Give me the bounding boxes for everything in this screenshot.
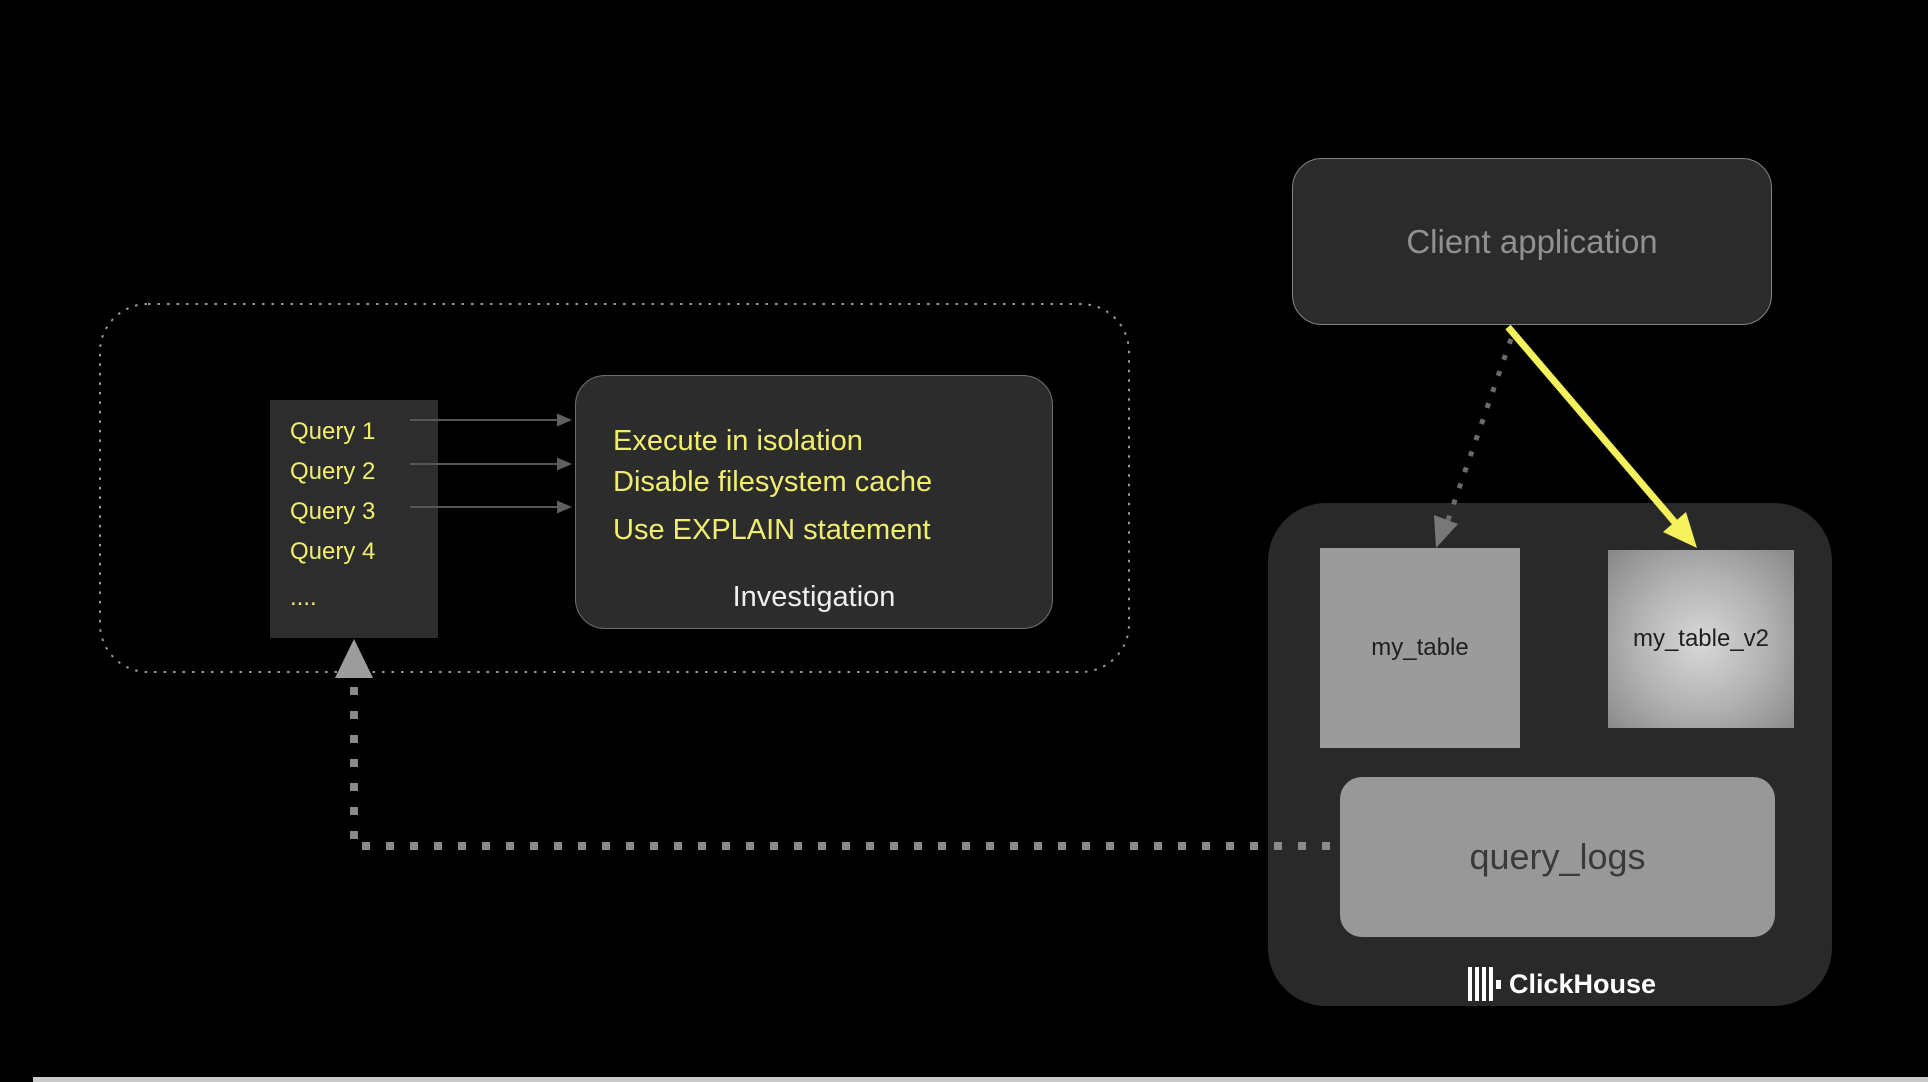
my-table-box: my_table <box>1320 548 1520 748</box>
clickhouse-brand: ClickHouse <box>1468 967 1656 1001</box>
client-application-box: Client application <box>1292 158 1772 325</box>
client-to-my-table-dotted-line <box>1444 338 1514 524</box>
query-item-ellipsis: .... <box>290 584 317 611</box>
tip-disable-filesystem-cache: Disable filesystem cache <box>613 466 933 498</box>
query-logs-feedback-arrowhead <box>335 639 373 678</box>
query-logs-box: query_logs <box>1340 777 1775 937</box>
bottom-edge-strip <box>33 1077 1928 1082</box>
query-item-4: Query 4 <box>290 538 376 565</box>
query-item-3: Query 3 <box>290 498 376 525</box>
tip-use-explain-statement: Use EXPLAIN statement <box>613 514 931 546</box>
investigation-caption: Investigation <box>732 581 896 613</box>
query-list-box: Query 1 Query 2 Query 3 Query 4 .... <box>270 400 438 638</box>
my-table-v2-label: my_table_v2 <box>1632 625 1770 652</box>
my-table-v2-box: my_table_v2 <box>1608 550 1794 728</box>
client-to-my-table-v2-line <box>1505 324 1681 529</box>
query-arrowheads <box>557 413 572 514</box>
query-logs-label: query_logs <box>1469 836 1646 877</box>
tip-execute-in-isolation: Execute in isolation <box>613 425 863 457</box>
investigation-box: Execute in isolation Disable filesystem … <box>575 375 1053 629</box>
clickhouse-brand-label: ClickHouse <box>1509 969 1657 999</box>
client-application-label: Client application <box>1406 222 1658 260</box>
query-item-2: Query 2 <box>290 458 376 485</box>
my-table-label: my_table <box>1371 634 1469 661</box>
query-item-1: Query 1 <box>290 418 376 445</box>
clickhouse-logo-icon <box>1468 967 1501 1001</box>
